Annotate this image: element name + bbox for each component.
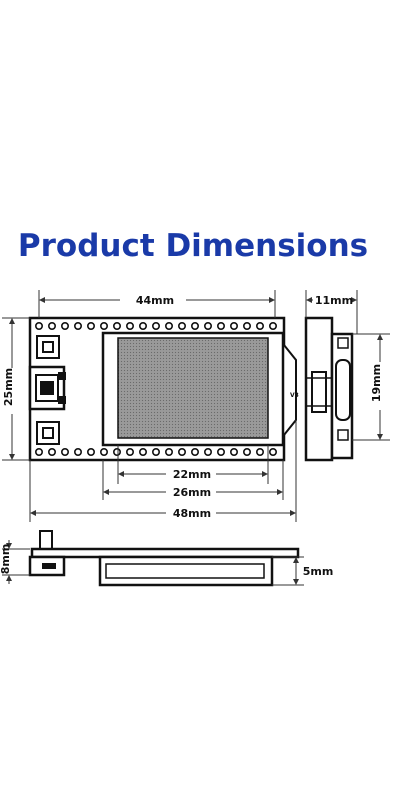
dim-label-height-left: 25mm — [2, 368, 15, 406]
header-pin — [100, 321, 109, 330]
header-pin — [113, 321, 122, 330]
dim-label-height-right: 19mm — [370, 364, 383, 402]
dim-label-side-right: 5mm — [303, 565, 334, 578]
header-pin — [74, 447, 83, 456]
header-pin — [204, 321, 213, 330]
header-pin — [87, 321, 96, 330]
dim-label-width-top: 44mm — [136, 294, 174, 307]
button-top — [36, 335, 60, 359]
header-pins-bottom — [34, 447, 277, 456]
header-pin — [139, 321, 148, 330]
oled-screen — [101, 331, 285, 447]
header-pin — [126, 321, 135, 330]
header-pin — [60, 447, 69, 456]
header-pin — [178, 321, 187, 330]
dim-label-header-width: 26mm — [173, 486, 211, 499]
header-pin — [74, 321, 83, 330]
header-pin — [255, 447, 264, 456]
header-pin — [87, 447, 96, 456]
board-side-view-right — [304, 316, 354, 462]
header-pin — [126, 447, 135, 456]
header-pin — [152, 447, 161, 456]
header-pin — [100, 447, 109, 456]
header-pin — [60, 321, 69, 330]
header-pin — [152, 321, 161, 330]
header-pin — [243, 447, 252, 456]
header-pin — [230, 321, 239, 330]
header-pins-top — [34, 321, 277, 330]
header-pin — [178, 447, 187, 456]
dim-label-total-width: 48mm — [173, 507, 211, 520]
header-pin — [217, 447, 226, 456]
dim-label-screen-width: 22mm — [173, 468, 211, 481]
page-title: Product Dimensions — [17, 228, 369, 264]
usb-connector — [28, 365, 66, 411]
header-pin — [191, 447, 200, 456]
header-pin — [47, 321, 56, 330]
board-top-view: V3 — [28, 316, 299, 462]
dimension-lines — [2, 290, 390, 586]
header-pin — [217, 321, 226, 330]
header-pin — [165, 321, 174, 330]
dim-label-side-left: 8mm — [0, 544, 12, 575]
header-pin — [34, 447, 43, 456]
header-pin — [255, 321, 264, 330]
header-pin — [165, 447, 174, 456]
button-bottom — [36, 421, 60, 445]
header-pin — [34, 321, 43, 330]
header-pin — [268, 447, 277, 456]
dimension-arrows — [6, 297, 383, 585]
header-pin — [191, 321, 200, 330]
dim-label-depth-right: 11mm — [315, 294, 353, 307]
board-version-label: V3 — [290, 392, 299, 399]
header-pin — [204, 447, 213, 456]
board-side-view-bottom — [28, 530, 300, 587]
header-pin — [139, 447, 148, 456]
header-pin — [47, 447, 56, 456]
header-pin — [113, 447, 122, 456]
header-pin — [268, 321, 277, 330]
header-pin — [243, 321, 252, 330]
header-pin — [230, 447, 239, 456]
